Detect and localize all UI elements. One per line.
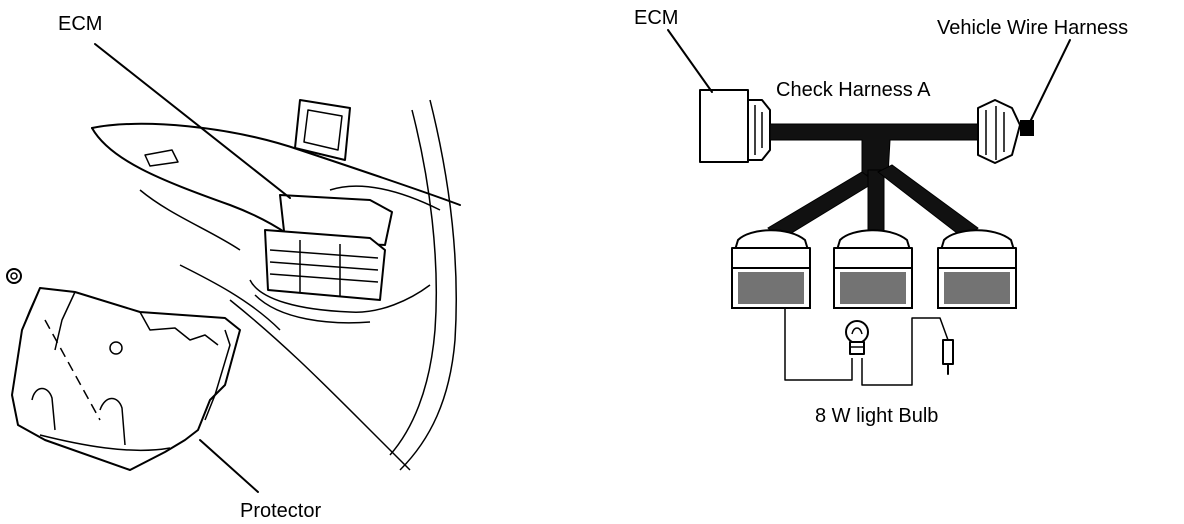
- light-bulb-label: 8 W light Bulb: [815, 405, 938, 427]
- switch-plate: [144, 149, 179, 167]
- floor-curve-2: [179, 264, 281, 331]
- check-harness-trunk: [769, 123, 979, 176]
- right-ecm-label: ECM: [634, 7, 678, 29]
- vehicle-harness-leader-line: [1029, 39, 1071, 123]
- protector-cover: [11, 287, 241, 471]
- door-pillar-inner: [389, 109, 438, 456]
- protector-leader-line: [199, 439, 259, 493]
- bulb-wire-left: [784, 308, 853, 381]
- connector-left: [731, 229, 811, 309]
- light-bulb-icon: [845, 320, 869, 355]
- right-wiring-diagram: [667, 29, 1071, 386]
- dashboard-outline: [91, 122, 461, 206]
- left-illustration: [6, 43, 461, 493]
- left-ecm-label: ECM: [58, 13, 102, 35]
- nut-icon: [6, 268, 22, 284]
- door-pillar: [399, 99, 458, 471]
- vent-window-inner: [303, 109, 343, 151]
- ecm-unit-mounted: [249, 194, 431, 324]
- vent-window: [294, 99, 351, 161]
- ecm-leader-line-right: [667, 29, 713, 93]
- ecm-side-connector: [747, 99, 771, 161]
- bulb-wire-right: [861, 317, 949, 386]
- dash-shadow-line: [139, 189, 241, 251]
- vehicle-wire-harness-label: Vehicle Wire Harness: [937, 17, 1128, 39]
- check-harness-label: Check Harness A: [776, 79, 931, 101]
- vehicle-side-connector: [977, 99, 1021, 164]
- ecm-box: [699, 89, 749, 163]
- connector-center: [833, 229, 913, 309]
- connector-right: [937, 229, 1017, 309]
- harness-branch-left: [767, 171, 876, 241]
- test-probe-icon: [942, 339, 954, 375]
- harness-branch-center: [867, 169, 885, 233]
- protector-label: Protector: [240, 500, 321, 522]
- ecm-leader-line-left: [94, 43, 291, 199]
- floor-curve: [229, 299, 411, 471]
- kick-panel: [329, 185, 441, 211]
- harness-branch-right: [877, 164, 979, 241]
- vehicle-harness-plug: [1020, 120, 1034, 136]
